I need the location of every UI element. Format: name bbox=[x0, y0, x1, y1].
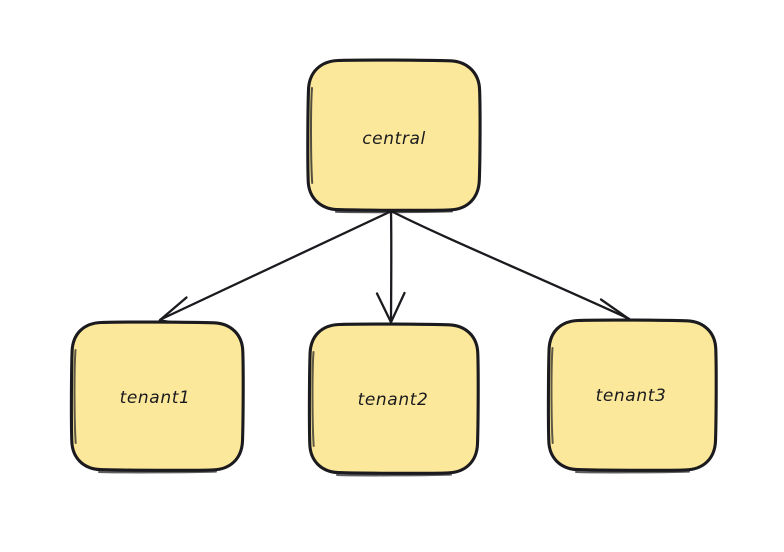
node-layer: central tenant1 tenant2 tenant3 bbox=[69, 58, 718, 477]
node-tenant3-label: tenant3 bbox=[596, 386, 667, 406]
edge-central-tenant1-line bbox=[159, 210, 392, 321]
edge-central-tenant1[interactable] bbox=[158, 210, 392, 327]
edge-central-tenant2[interactable] bbox=[375, 210, 406, 324]
node-tenant1-shape bbox=[69, 320, 245, 472]
node-tenant2-label: tenant2 bbox=[358, 390, 429, 410]
node-tenant1[interactable]: tenant1 bbox=[69, 320, 245, 474]
edge-layer bbox=[158, 210, 631, 327]
node-tenant2-sketch-overstroke bbox=[311, 351, 452, 477]
node-tenant1-label: tenant1 bbox=[120, 388, 191, 408]
node-tenant3[interactable]: tenant3 bbox=[546, 318, 718, 474]
node-tenant3-sketch-overstroke bbox=[550, 347, 690, 474]
node-tenant2[interactable]: tenant2 bbox=[307, 322, 480, 477]
node-central[interactable]: central bbox=[306, 58, 482, 214]
node-central-sketch-overstroke bbox=[310, 87, 453, 214]
node-tenant3-shape bbox=[546, 318, 718, 472]
edge-central-tenant2-arrowhead bbox=[375, 291, 406, 324]
edge-central-tenant3-line bbox=[390, 210, 631, 320]
node-central-label: central bbox=[362, 129, 426, 149]
node-tenant1-sketch-overstroke bbox=[73, 349, 217, 474]
edge-central-tenant3[interactable] bbox=[390, 210, 631, 327]
node-tenant2-shape bbox=[307, 322, 480, 475]
node-central-shape bbox=[306, 58, 482, 212]
